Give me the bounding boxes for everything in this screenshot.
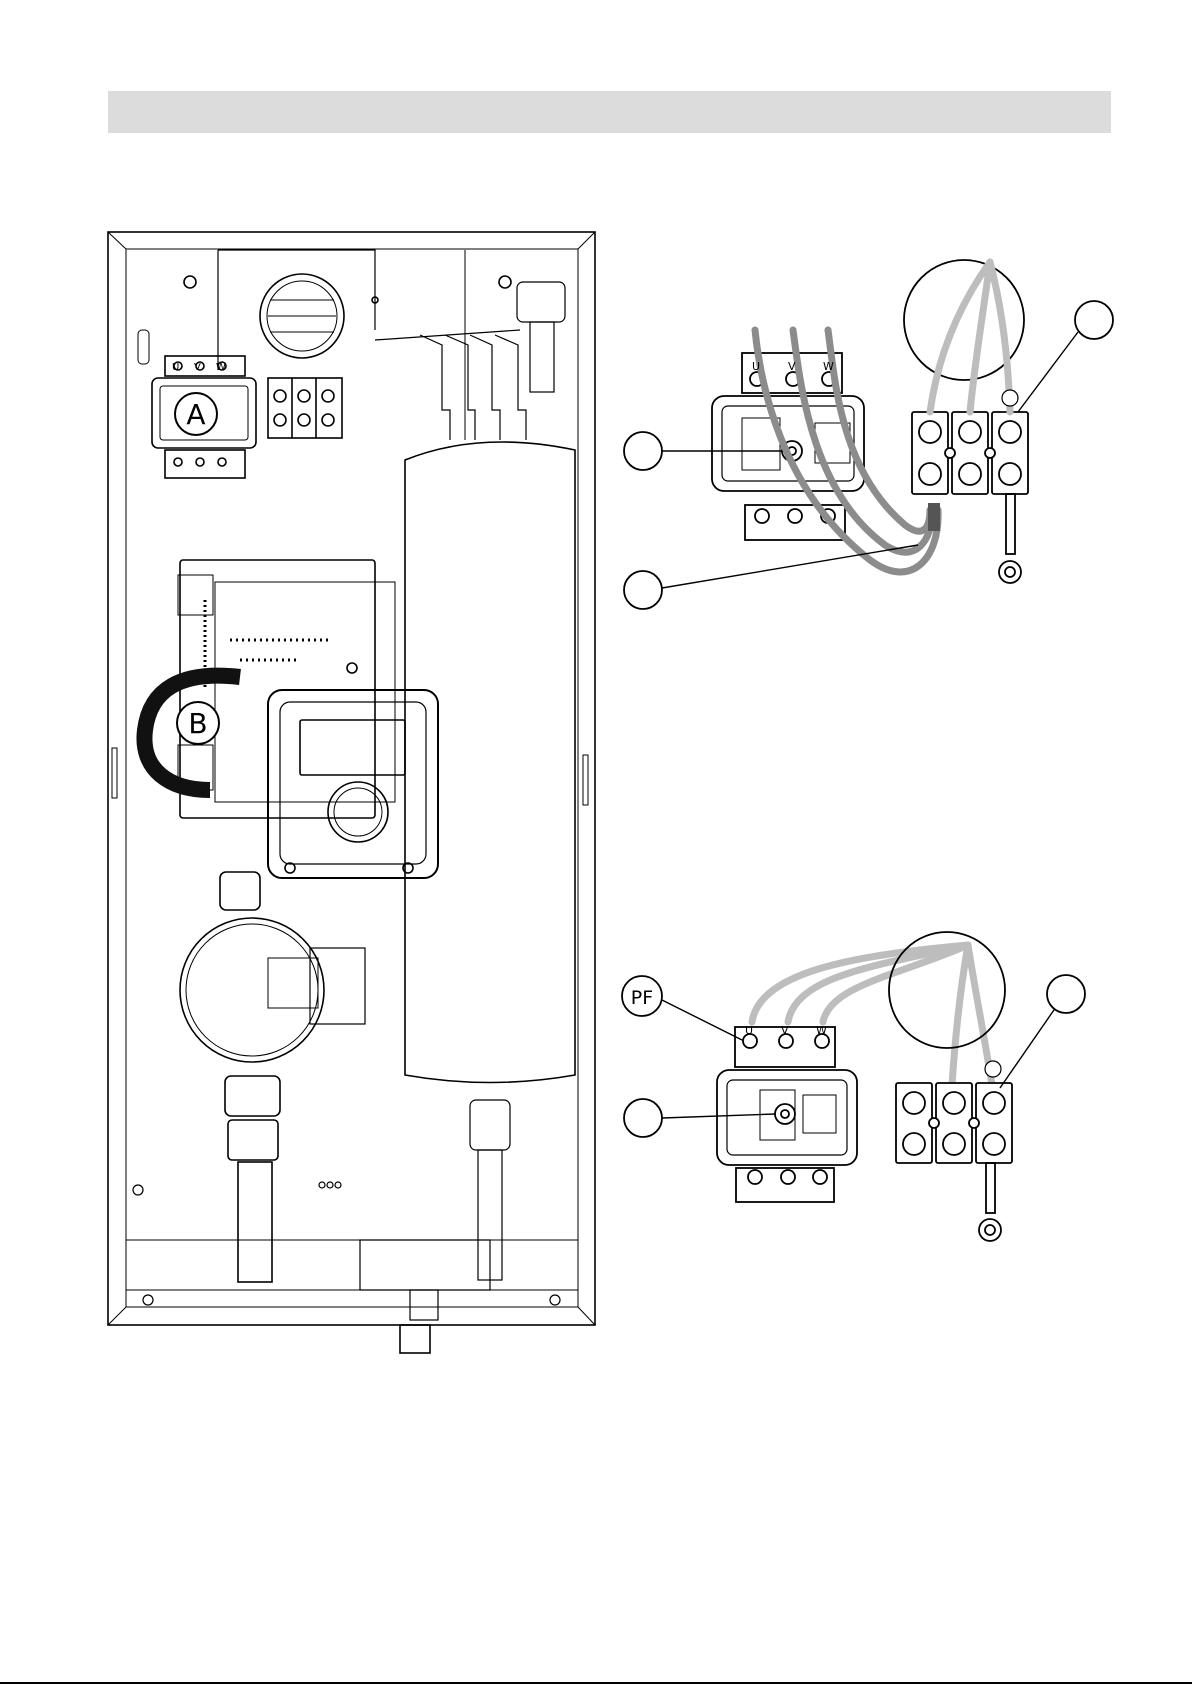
svg-text:W: W xyxy=(816,1024,827,1037)
svg-text:B: B xyxy=(188,707,207,740)
callout-left-bottom xyxy=(624,571,662,609)
control-panel xyxy=(268,690,438,878)
detail-top: U V W xyxy=(624,260,1113,609)
callout-left-bottom-detail xyxy=(624,1099,662,1137)
svg-text:W: W xyxy=(216,362,226,373)
callout-left-top xyxy=(624,432,662,470)
svg-text:A: A xyxy=(186,398,205,431)
svg-text:W: W xyxy=(823,360,834,373)
contactor-bottom xyxy=(717,1027,857,1202)
terminal-letters-bottom: U V W xyxy=(745,1024,827,1037)
svg-text:U: U xyxy=(752,360,760,373)
earth-lead-bottom xyxy=(979,1163,1001,1241)
svg-text:U: U xyxy=(745,1024,753,1037)
earth-lead-top xyxy=(999,494,1021,583)
unit-terminal-letters: U V W xyxy=(172,362,226,373)
svg-text:U: U xyxy=(172,362,179,373)
circulation-pump xyxy=(180,872,365,1282)
mounting-bracket xyxy=(218,250,375,370)
svg-text:PF: PF xyxy=(631,987,653,1009)
callout-a: A xyxy=(175,393,217,435)
terminal-strip-bottom xyxy=(896,1083,1012,1163)
small-terminal-strip xyxy=(268,378,342,438)
bottom-rule xyxy=(0,1682,1192,1684)
svg-text:V: V xyxy=(194,362,201,373)
svg-text:V: V xyxy=(788,360,796,373)
svg-text:V: V xyxy=(781,1024,789,1037)
heater-fittings xyxy=(375,250,565,440)
bottom-fittings xyxy=(126,1100,578,1353)
callout-right-bottom xyxy=(1047,975,1085,1013)
callout-b: B xyxy=(177,702,219,744)
terminal-strip-top xyxy=(912,412,1028,494)
callout-right-top xyxy=(1075,301,1113,339)
tank xyxy=(405,442,575,1083)
cable-arcs-bottom xyxy=(752,945,992,1085)
detail-bottom: PF U V W xyxy=(622,932,1085,1241)
